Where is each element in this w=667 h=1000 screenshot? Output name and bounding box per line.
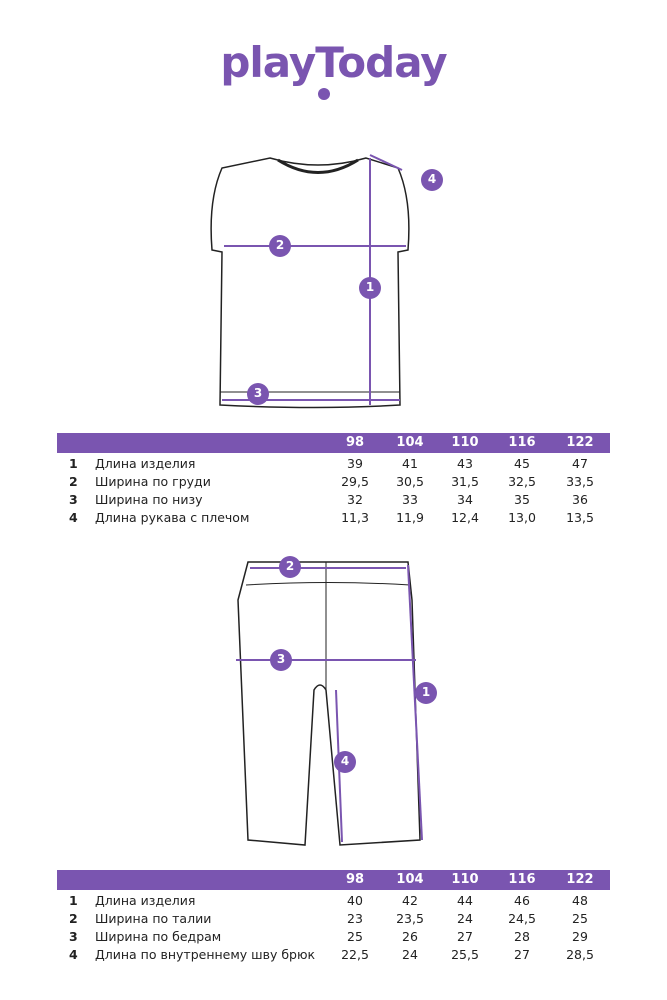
cell: 29 bbox=[572, 929, 588, 944]
row-number: 1 bbox=[69, 893, 78, 908]
cell: 11,3 bbox=[341, 510, 369, 525]
badge-3: 3 bbox=[253, 386, 263, 400]
cell: 26 bbox=[402, 929, 418, 944]
badge-1: 1 bbox=[365, 280, 375, 294]
badge-4: 4 bbox=[427, 172, 437, 186]
table-header: 98 104 110 116 122 bbox=[57, 870, 610, 890]
badge-2: 2 bbox=[275, 238, 285, 252]
table-row: 3 Ширина по бедрам 25 26 27 28 29 bbox=[57, 928, 610, 946]
table-row: 4 Длина рукава с плечом 11,3 11,9 12,4 13,0 13… bbox=[57, 509, 610, 527]
tshirt-measure-lines bbox=[222, 154, 406, 405]
badge-1: 1 bbox=[421, 685, 431, 699]
table-row: 1 Длина изделия 40 42 44 46 48 bbox=[57, 892, 610, 910]
cell: 29,5 bbox=[341, 474, 369, 489]
cell: 48 bbox=[572, 893, 588, 908]
size-header: 116 bbox=[508, 872, 536, 887]
cell: 13,5 bbox=[566, 510, 594, 525]
table-row: 2 Ширина по талии 23 23,5 24 24,5 25 bbox=[57, 910, 610, 928]
size-header: 110 bbox=[451, 435, 479, 450]
cell: 46 bbox=[514, 893, 530, 908]
cell: 40 bbox=[347, 893, 363, 908]
cell: 32 bbox=[347, 492, 363, 507]
cell: 41 bbox=[402, 456, 418, 471]
row-number: 1 bbox=[69, 456, 78, 471]
cell: 31,5 bbox=[451, 474, 479, 489]
row-label: Длина изделия bbox=[95, 893, 196, 908]
badge-4: 4 bbox=[340, 754, 350, 768]
size-header: 110 bbox=[451, 872, 479, 887]
cell: 34 bbox=[457, 492, 473, 507]
badge-3: 3 bbox=[276, 652, 286, 666]
cell: 33,5 bbox=[566, 474, 594, 489]
row-number: 2 bbox=[69, 911, 78, 926]
size-header: 98 bbox=[345, 872, 365, 887]
badge-2: 2 bbox=[285, 559, 295, 573]
row-label: Ширина по груди bbox=[95, 474, 211, 489]
cell: 27 bbox=[457, 929, 473, 944]
cell: 24,5 bbox=[508, 911, 536, 926]
cell: 35 bbox=[514, 492, 530, 507]
cell: 11,9 bbox=[396, 510, 424, 525]
size-header: 122 bbox=[566, 435, 594, 450]
cell: 28,5 bbox=[566, 947, 594, 962]
size-header: 116 bbox=[508, 435, 536, 450]
cell: 42 bbox=[402, 893, 418, 908]
measure-badges bbox=[247, 169, 443, 773]
row-number: 2 bbox=[69, 474, 78, 489]
shorts-measure-lines bbox=[236, 564, 423, 843]
cell: 36 bbox=[572, 492, 588, 507]
cell: 45 bbox=[514, 456, 530, 471]
row-number: 3 bbox=[69, 492, 78, 507]
cell: 47 bbox=[572, 456, 588, 471]
cell: 44 bbox=[457, 893, 473, 908]
table-row: 2 Ширина по груди 29,5 30,5 31,5 32,5 33,5 bbox=[57, 473, 610, 491]
cell: 25,5 bbox=[451, 947, 479, 962]
cell: 23,5 bbox=[396, 911, 424, 926]
cell: 30,5 bbox=[396, 474, 424, 489]
row-label: Длина изделия bbox=[95, 456, 196, 471]
cell: 32,5 bbox=[508, 474, 536, 489]
row-number: 4 bbox=[69, 947, 78, 962]
shorts-drawing bbox=[237, 561, 421, 846]
table-row: 3 Ширина по низу 32 33 34 35 36 bbox=[57, 491, 610, 509]
row-label: Ширина по талии bbox=[95, 911, 212, 926]
table-row: 4 Длина по внутреннему шву брюк 22,5 24 25,5… bbox=[57, 946, 610, 964]
cell: 39 bbox=[347, 456, 363, 471]
size-header: 104 bbox=[396, 435, 424, 450]
cell: 12,4 bbox=[451, 510, 479, 525]
cell: 24 bbox=[402, 947, 418, 962]
cell: 25 bbox=[347, 929, 363, 944]
row-label: Длина по внутреннему шву брюк bbox=[95, 947, 316, 962]
row-number: 3 bbox=[69, 929, 78, 944]
row-label: Ширина по бедрам bbox=[95, 929, 222, 944]
cell: 27 bbox=[514, 947, 530, 962]
cell: 24 bbox=[457, 911, 473, 926]
size-header: 98 bbox=[345, 435, 365, 450]
logo-dot bbox=[318, 88, 330, 100]
row-label: Длина рукава с плечом bbox=[95, 510, 250, 525]
cell: 22,5 bbox=[341, 947, 369, 962]
row-label: Ширина по низу bbox=[95, 492, 203, 507]
cell: 33 bbox=[402, 492, 418, 507]
cell: 43 bbox=[457, 456, 473, 471]
table-header: 98 104 110 116 122 bbox=[57, 433, 610, 453]
cell: 28 bbox=[514, 929, 530, 944]
cell: 25 bbox=[572, 911, 588, 926]
size-header: 122 bbox=[566, 872, 594, 887]
cell: 13,0 bbox=[508, 510, 536, 525]
table-row: 1 Длина изделия 39 41 43 45 47 bbox=[57, 455, 610, 473]
row-number: 4 bbox=[69, 510, 78, 525]
cell: 23 bbox=[347, 911, 363, 926]
size-header: 104 bbox=[396, 872, 424, 887]
brand-logo: playToday bbox=[220, 38, 447, 87]
